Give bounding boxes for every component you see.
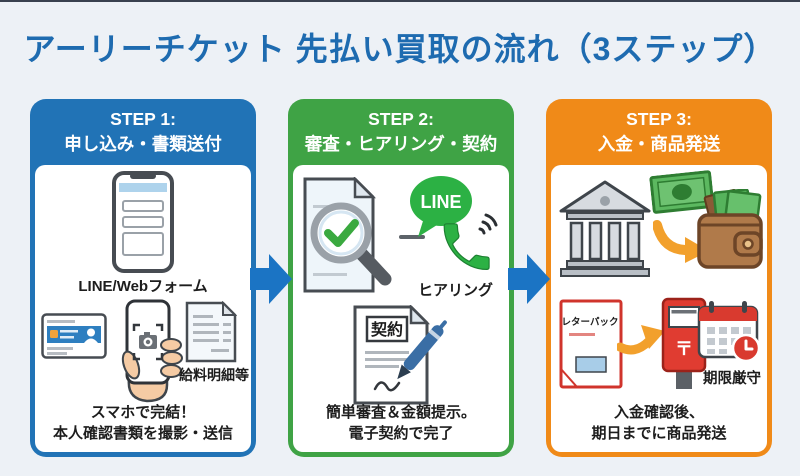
smartphone-form-icon [112,171,174,273]
bank-icon [559,180,651,277]
contract-label-text: 契約 [370,320,403,339]
step2-caption-line1: 簡単審査＆金額提示。 [325,403,476,421]
id-card-icon [41,313,107,359]
step3-card: STEP 3: 入金・商品発送 [546,99,772,457]
step3-panel: レターパック 〒 [551,165,767,452]
step2-header: STEP 2: 審査・ヒアリング・契約 [288,99,514,163]
flow-arrow-2-icon [508,254,550,304]
step1-header-line2: 申し込み・書類送付 [64,134,222,155]
line-call-icon: LINE [410,176,498,271]
wallet-icon [697,189,763,269]
postmark-text: 〒 [675,339,693,359]
page-title: アーリーチケット 先払い買取の流れ（3ステップ） [23,31,777,67]
step3-caption-line1: 入金確認後、 [613,403,704,421]
step3-header: STEP 3: 入金・商品発送 [546,99,772,163]
flow-arrow-1-icon [250,254,292,304]
step1-card: STEP 1: 申し込み・書類送付 LINE/Webフォーム [30,99,256,457]
step1-caption: スマホで完結！ 本人確認書類を撮影・送信 [35,402,251,446]
step3-header-line1: STEP 3: [626,109,692,129]
step1-header-line1: STEP 1: [110,109,176,129]
step1-header: STEP 1: 申し込み・書類送付 [30,99,256,163]
step3-header-line2: 入金・商品発送 [597,134,721,155]
step1-caption-line2: 本人確認書類を撮影・送信 [52,425,233,443]
step1-caption-line1: スマホで完結！ [90,403,196,421]
postbox-icon: 〒 [661,297,707,389]
banknote-icon [649,170,715,214]
payslip-label: 給料明細等 [179,367,249,383]
mailing-arrow-icon [617,325,665,355]
connector-dash [399,235,425,239]
transfer-arrow-icon [653,220,709,263]
line-badge-text: LINE [420,192,461,212]
step2-header-line2: 審査・ヒアリング・契約 [304,134,498,155]
audit-magnifier-icon [303,177,392,293]
step2-header-line1: STEP 2: [368,109,434,129]
step3-caption-line2: 期日までに商品発送 [591,425,727,443]
payslip-document-icon [185,301,237,363]
step1-panel: LINE/Webフォーム [35,165,251,452]
step2-panel: LINE ヒアリング 契約 [293,165,509,452]
form-label: LINE/Webフォーム [78,278,208,295]
contract-pen-icon: 契約 [353,305,447,405]
hearing-label: ヒアリング [417,282,493,299]
step2-caption-line2: 電子契約で完了 [348,425,454,443]
step2-card: STEP 2: 審査・ヒアリング・契約 LINE [288,99,514,457]
step2-caption: 簡単審査＆金額提示。 電子契約で完了 [293,402,509,446]
letterpack-icon: レターパック [559,299,623,389]
hand-phone-camera-icon [121,299,183,403]
deadline-label: 期限厳守 [703,371,761,387]
step3-caption: 入金確認後、 期日までに商品発送 [551,402,767,446]
calendar-deadline-icon [697,301,761,363]
letterpack-label-text: レターパック [562,316,619,328]
